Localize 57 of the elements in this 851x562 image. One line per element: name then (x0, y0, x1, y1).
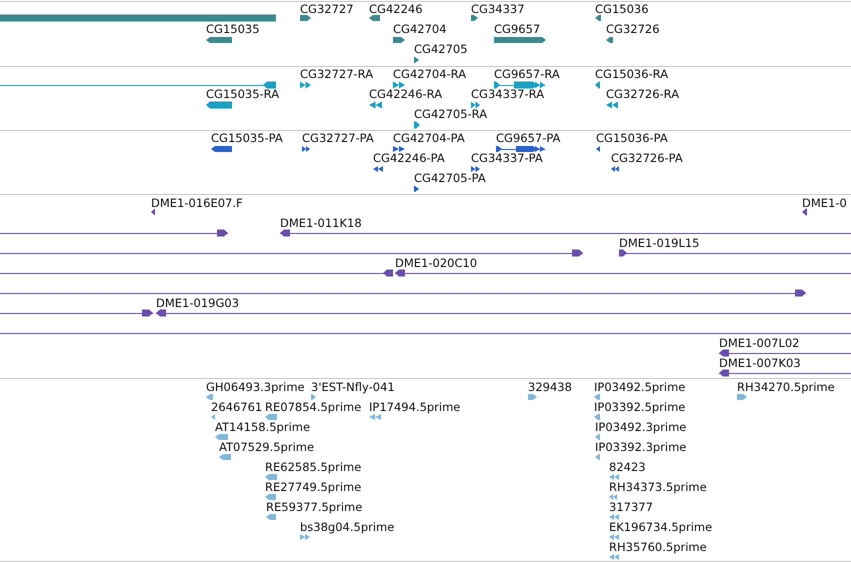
feature-label: CG42705-RA (414, 107, 488, 121)
feature-label: RE07854.5prime (265, 400, 362, 414)
feature-label: CG42246-RA (369, 87, 442, 101)
feature-label: CG42705-PA (414, 171, 486, 185)
feature-label: 82423 (609, 460, 646, 474)
feature-label: CG15036-RA (595, 67, 668, 81)
feature-label: CG42704-RA (393, 67, 466, 81)
feature-label: CG42705 (414, 42, 468, 56)
feature-label: CG15035-RA (206, 87, 280, 101)
feature-label: DME1-019G03 (156, 296, 240, 310)
feature-label: RE27749.5prime (265, 480, 362, 494)
feature-label: CG42704-PA (393, 131, 465, 145)
feature-label: CG42246 (369, 2, 423, 16)
feature-label: CG32726-RA (606, 87, 680, 101)
feature-label: CG34337 (471, 2, 525, 16)
feature-label: 2646761 (211, 400, 262, 414)
feature-label: bs38g04.5prime (300, 520, 394, 534)
feature-label: AT07529.5prime (219, 440, 314, 454)
feature-label: CG32726-PA (611, 151, 683, 165)
feature-label: CG15036 (595, 2, 649, 16)
feature-label: RH34270.5prime (737, 380, 835, 394)
feature-label: RE59377.5prime (266, 500, 362, 514)
feature-label: 3'EST-Nfly-041 (311, 380, 395, 394)
feature-label: CG32726 (606, 22, 660, 36)
feature-label: CG9657-RA (494, 67, 560, 81)
feature-label: CG34337-PA (471, 151, 543, 165)
feature-label: 329438 (528, 380, 572, 394)
feature-label: IP03492.3prime (595, 420, 686, 434)
feature-label: DME1-016E07.F (151, 196, 243, 210)
feature-label: IP17494.5prime (369, 400, 460, 414)
feature-label: AT14158.5prime (215, 420, 310, 434)
feature-label: CG32727-RA (300, 67, 374, 81)
feature-label: RH35760.5prime (609, 540, 707, 554)
feature-label: RH34373.5prime (609, 480, 707, 494)
feature-label: 317377 (609, 500, 653, 514)
feature-label: EK196734.5prime (609, 520, 712, 534)
feature-label: CG15035 (206, 22, 260, 36)
feature-label: RE62585.5prime (265, 460, 362, 474)
feature-label: CG15036-PA (596, 131, 668, 145)
feature-label: GH06493.3prime (206, 380, 305, 394)
feature-label: DME1-007L02 (719, 336, 800, 350)
feature-label: CG42704 (393, 22, 447, 36)
feature-label: CG42246-PA (373, 151, 445, 165)
feature-label: DME1-019L15 (619, 236, 700, 250)
feature-label: DME1-007K03 (719, 356, 801, 370)
feature-label: CG15035-PA (211, 131, 283, 145)
feature-label: CG32727 (300, 2, 354, 16)
feature-label: IP03492.5prime (594, 380, 686, 394)
feature-label: IP03392.3prime (595, 440, 686, 454)
feature-label: DME1-0 (802, 196, 847, 210)
feature-label: CG9657 (494, 22, 540, 36)
feature-label: CG34337-RA (471, 87, 544, 101)
feature-label: IP03392.5prime (594, 400, 686, 414)
feature-label: DME1-011K18 (280, 216, 362, 230)
feature-label: CG32727-PA (302, 131, 374, 145)
feature-label: CG9657-PA (496, 131, 560, 145)
feature-label: DME1-020C10 (395, 256, 478, 270)
